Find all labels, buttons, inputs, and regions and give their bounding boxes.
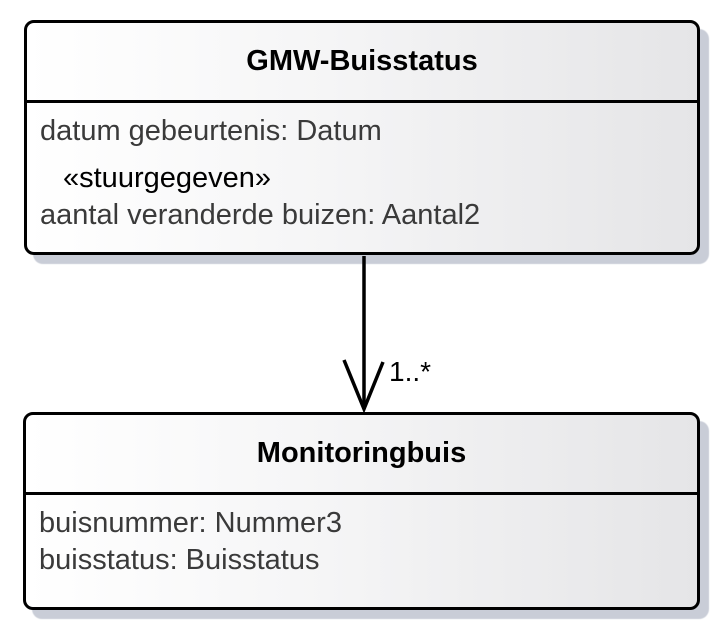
attribute-line: buisnummer: Nummer3 xyxy=(39,507,342,539)
attribute-line: buisstatus: Buisstatus xyxy=(39,544,320,576)
multiplicity-label[interactable]: 1..* xyxy=(389,356,432,387)
class-node-gmw-buisstatus[interactable]: GMW-Buisstatus datum gebeurtenis: Datum … xyxy=(24,20,700,255)
attribute-line: aantal veranderde buizen: Aantal2 xyxy=(40,199,481,231)
stereotype-label: «stuurgegeven» xyxy=(63,162,271,194)
class-attributes-compartment: datum gebeurtenis: Datum «stuurgegeven» … xyxy=(27,103,697,234)
class-node-monitoringbuis[interactable]: Monitoringbuis buisnummer: Nummer3 buiss… xyxy=(23,412,700,610)
class-title: GMW-Buisstatus xyxy=(27,23,697,103)
class-title: Monitoringbuis xyxy=(26,415,697,495)
open-arrowhead-icon xyxy=(342,359,385,414)
class-attributes-compartment: buisnummer: Nummer3 buisstatus: Buisstat… xyxy=(26,495,697,579)
attribute-line: datum gebeurtenis: Datum xyxy=(40,115,382,147)
